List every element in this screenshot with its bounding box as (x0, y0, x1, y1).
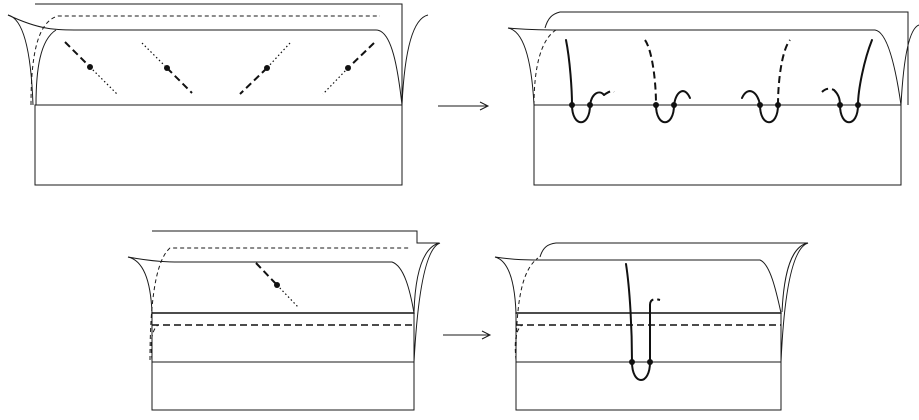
back-sheet (544, 11, 909, 105)
back-sheet-hidden-edge (149, 247, 410, 361)
back-sheet (539, 242, 809, 313)
saddle-bottom (255, 262, 299, 308)
arc-bottom (625, 263, 661, 381)
back-sheet-hidden-edge (533, 29, 557, 106)
panel-bottom-right (494, 242, 809, 411)
panel-top-right (507, 11, 919, 186)
back-sheet-hidden-edge (515, 257, 539, 361)
curved-sheet-top (494, 256, 782, 314)
left-flare (7, 14, 34, 106)
arc-3 (741, 39, 791, 124)
arc-4 (821, 39, 873, 124)
front-box (533, 104, 902, 186)
curved-sheet-left (35, 29, 57, 106)
right-flare (413, 242, 441, 363)
hidden-curve (514, 324, 523, 361)
curved-sheet-top (507, 27, 902, 106)
right-flare (401, 14, 429, 106)
arrow-top (438, 101, 490, 111)
left-flare (494, 256, 517, 314)
panel-bottom-left (127, 230, 441, 411)
saddle-3 (239, 42, 291, 95)
arc-2 (644, 39, 691, 124)
front-box-inner (151, 312, 414, 363)
panel-top-left (7, 3, 429, 186)
right-flare (900, 24, 919, 106)
right-flare (780, 242, 809, 363)
arc-1 (565, 39, 615, 124)
curved-sheet-top (7, 14, 403, 106)
left-flare (507, 27, 535, 106)
back-sheet (35, 3, 403, 105)
saddle-1 (64, 41, 118, 95)
saddle-4 (322, 42, 375, 95)
hidden-curve (150, 324, 159, 361)
arrow-bottom (443, 330, 492, 340)
back-sheet-hidden-edge (30, 15, 380, 106)
front-box (34, 104, 403, 186)
back-sheet (152, 230, 440, 313)
saddle-2 (141, 42, 193, 94)
left-flare (127, 256, 153, 314)
curved-sheet-top (127, 256, 415, 314)
